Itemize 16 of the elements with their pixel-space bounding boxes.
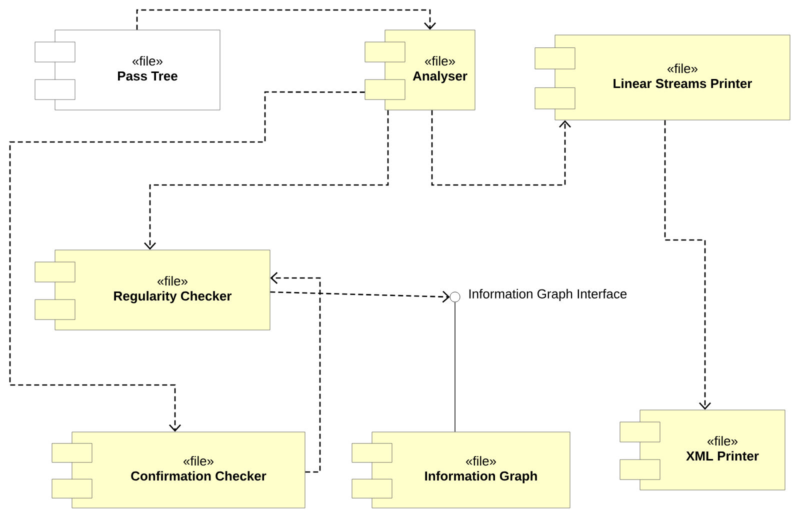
component-box: «file» Analyser [364,30,476,110]
dependency-arrow [431,110,571,186]
component-box: «file» Confirmation Checker [52,432,306,508]
dependency-arrow [9,91,365,432]
dependency-arrow [664,120,711,410]
component-box: «file» Linear Streams Printer [534,34,790,120]
dependency-arrow [136,9,436,30]
component-box: «file» Regularity Checker [34,250,270,330]
dependency-arrow [270,272,321,473]
component-box: «file» XML Printer [620,410,786,490]
component-box: «file» Pass Tree [34,30,220,110]
dependency-arrow [270,290,450,303]
interface-circle [450,292,460,302]
component-box: «file» Information Graph [352,432,570,508]
interface-label: Information Graph Interface [469,288,627,302]
dependency-arrow [144,110,389,250]
